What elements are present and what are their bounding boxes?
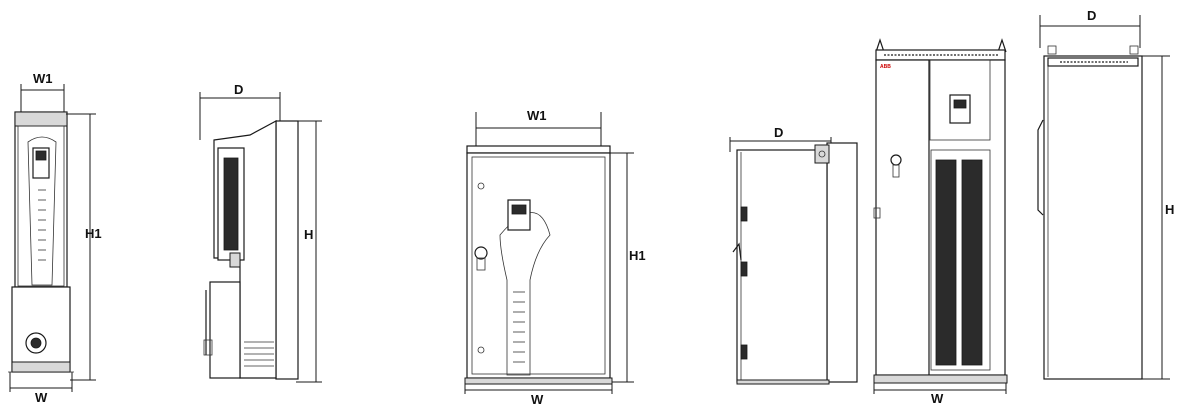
dim-label-w: W xyxy=(931,391,944,406)
dim-label-w1: W1 xyxy=(527,108,547,123)
vent-louvres xyxy=(935,159,983,366)
dim-label-h: H xyxy=(1165,202,1174,217)
dim-label-d: D xyxy=(234,82,243,97)
dim-label-h1: H1 xyxy=(85,226,102,241)
handle-icon xyxy=(474,246,488,260)
drive-front-narrow: W1 H1 W xyxy=(8,71,102,405)
knob-icon xyxy=(25,332,47,354)
cabinet-front-medium: W1 H1 xyxy=(464,108,646,406)
cabinet-side-medium: D xyxy=(729,125,858,385)
dim-label-d: D xyxy=(1087,8,1096,23)
dim-label-h: H xyxy=(304,227,313,242)
drive-side-narrow: D H xyxy=(199,82,322,383)
vent-slots xyxy=(38,189,46,261)
dim-label-h1: H1 xyxy=(629,248,646,263)
vent-slots xyxy=(513,291,525,363)
cabinet-side-large: D H xyxy=(1037,8,1174,380)
dim-label-d: D xyxy=(774,125,783,140)
brand-logo: ABB xyxy=(880,64,891,70)
dim-label-w: W xyxy=(35,390,48,405)
cabinet-front-large: ABB W xyxy=(873,38,1008,406)
dim-label-w1: W1 xyxy=(33,71,53,86)
dim-label-w: W xyxy=(531,392,544,406)
